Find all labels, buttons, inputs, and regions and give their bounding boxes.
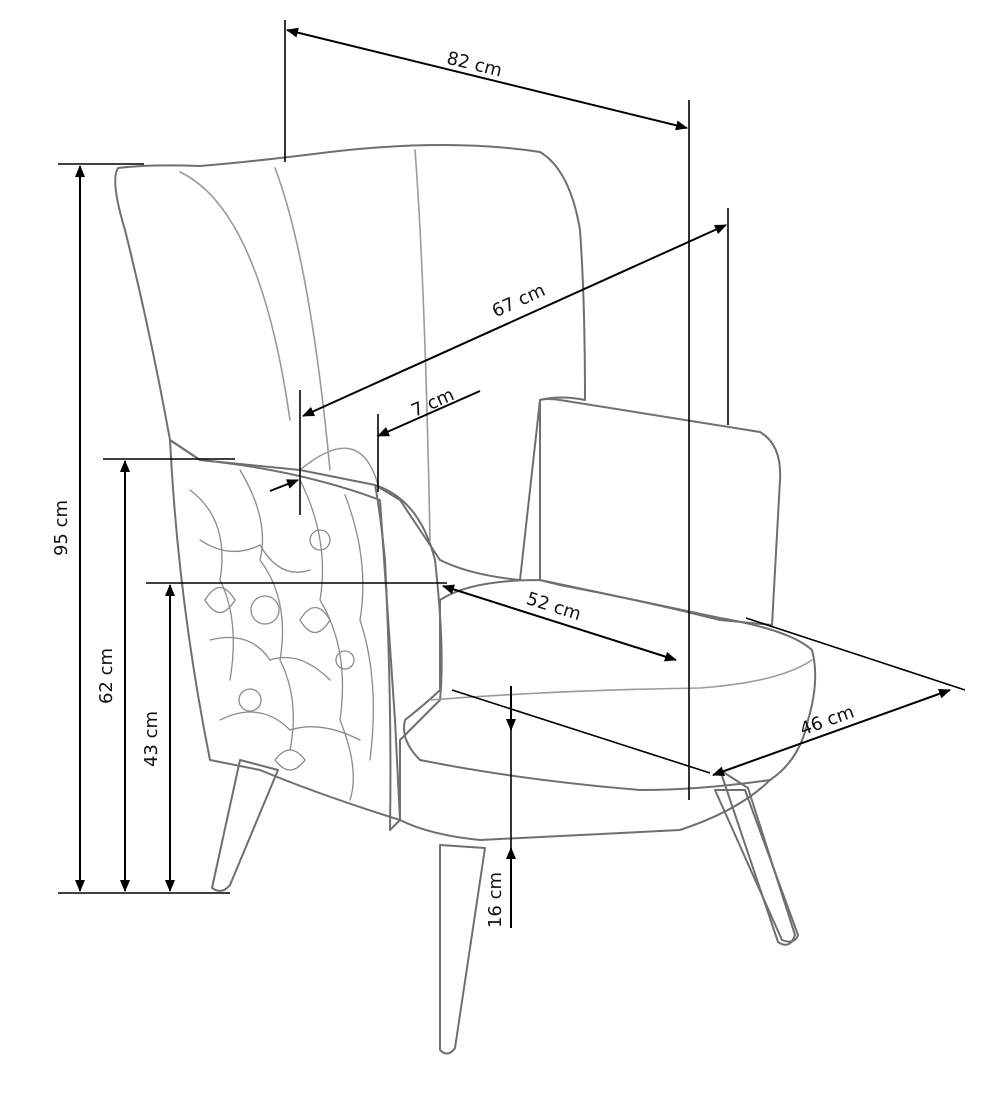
backrest: [114, 144, 586, 581]
depth-dimension-line: [302, 224, 727, 417]
dimension-labels: 82 cm 67 cm 7 cm 52 cm 46 cm 95 cm 62 cm…: [51, 48, 857, 928]
armchair-illustration: [114, 144, 817, 1055]
ext-seat-width-back: [745, 617, 966, 691]
seat-width-dimension-line: [712, 689, 951, 776]
backrest-seam: [274, 167, 331, 471]
armrest-height-label: 62 cm: [96, 648, 117, 704]
backrest-thickness-dimension-line: [377, 390, 481, 437]
back-left-leg: [211, 759, 279, 892]
backrest-seam: [179, 171, 291, 421]
dimension-lines: [75, 27, 951, 928]
backrest-thickness-label: 7 cm: [408, 384, 457, 421]
backrest-seam: [414, 149, 431, 541]
seat-height-label: 43 cm: [141, 711, 162, 767]
width-dimension-line: [286, 27, 688, 131]
clearance-label: 16 cm: [485, 872, 506, 928]
backrest-seam: [299, 447, 379, 486]
seat-base: [399, 779, 771, 841]
seat-cushion: [403, 579, 817, 791]
front-right-leg: [714, 789, 799, 943]
seat-front-edge: [429, 659, 813, 701]
floral-pattern: [189, 469, 374, 801]
left-side-panel: [169, 439, 401, 821]
extension-lines: [58, 20, 966, 894]
seat-depth-label: 52 cm: [524, 588, 584, 625]
back-right-leg: [719, 769, 796, 946]
left-armrest: [374, 484, 443, 831]
depth-label: 67 cm: [489, 280, 549, 322]
ext-seat-width-front: [451, 689, 711, 774]
backrest-thickness-dimension-line-lower: [269, 479, 299, 492]
front-left-leg: [439, 844, 486, 1055]
seat-depth-dimension-line: [442, 584, 677, 662]
right-armrest: [539, 398, 782, 626]
total-height-label: 95 cm: [51, 500, 72, 556]
